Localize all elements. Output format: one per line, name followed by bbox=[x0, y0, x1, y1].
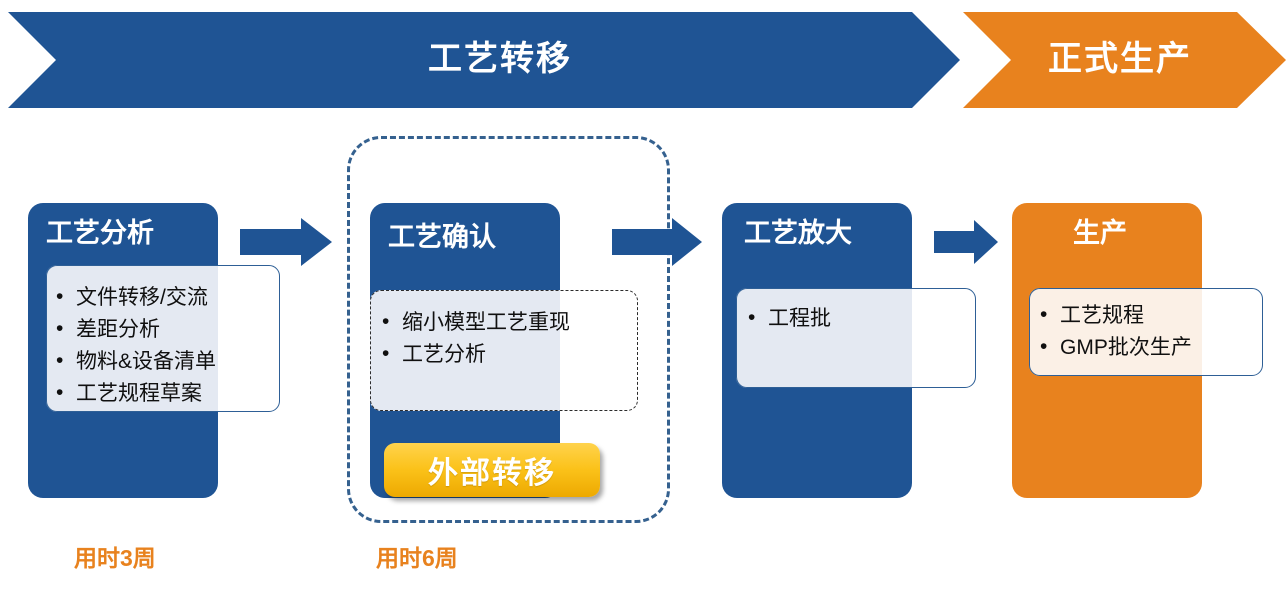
external-transfer-badge-label: 外部转移 bbox=[428, 457, 556, 490]
banner-chevron-formal-production bbox=[963, 12, 1286, 108]
list-item: GMP批次生产 bbox=[1036, 331, 1192, 364]
stage-title-process-analysis: 工艺分析 bbox=[46, 218, 154, 248]
process-analysis-duration-label: 用时3周 bbox=[74, 545, 156, 571]
callout-list-process-analysis: 文件转移/交流 差距分析 物料&设备清单 工艺规程草案 bbox=[52, 281, 216, 410]
arrow-scaleup-to-production bbox=[934, 220, 998, 264]
callout-list-process-scale-up: 工程批 bbox=[744, 302, 831, 335]
list-item: 工程批 bbox=[744, 302, 831, 335]
external-transfer-badge[interactable]: 外部转移 bbox=[384, 443, 600, 497]
callout-process-analysis bbox=[46, 265, 280, 412]
banner-chevron-process-transfer bbox=[8, 12, 960, 108]
stage-title-process-confirmation: 工艺确认 bbox=[388, 222, 496, 252]
banner-chevrons bbox=[8, 12, 1286, 108]
arrow-confirmation-to-scaleup bbox=[612, 218, 702, 266]
list-item: 工艺规程 bbox=[1036, 299, 1192, 332]
external-transfer-group-container bbox=[347, 136, 670, 523]
banner-label-process-transfer: 工艺转移 bbox=[428, 40, 572, 78]
list-item: 工艺规程草案 bbox=[52, 377, 216, 410]
callout-list-process-confirmation: 缩小模型工艺重现 工艺分析 bbox=[378, 306, 570, 371]
list-item: 物料&设备清单 bbox=[52, 345, 216, 378]
callout-list-production: 工艺规程 GMP批次生产 bbox=[1036, 299, 1192, 364]
list-item: 工艺分析 bbox=[378, 338, 570, 371]
list-item: 文件转移/交流 bbox=[52, 281, 216, 314]
callout-process-scale-up bbox=[736, 288, 976, 388]
stage-title-process-scale-up: 工艺放大 bbox=[744, 218, 852, 248]
process-confirmation-duration-label: 用时6周 bbox=[376, 545, 458, 571]
callout-production bbox=[1029, 288, 1263, 376]
arrow-analysis-to-confirmation bbox=[240, 218, 332, 266]
list-item: 差距分析 bbox=[52, 313, 216, 346]
callout-process-confirmation bbox=[370, 290, 638, 411]
list-item: 缩小模型工艺重现 bbox=[378, 306, 570, 339]
stage-title-production: 生产 bbox=[1073, 218, 1127, 248]
banner-label-formal-production: 正式生产 bbox=[1048, 40, 1192, 78]
